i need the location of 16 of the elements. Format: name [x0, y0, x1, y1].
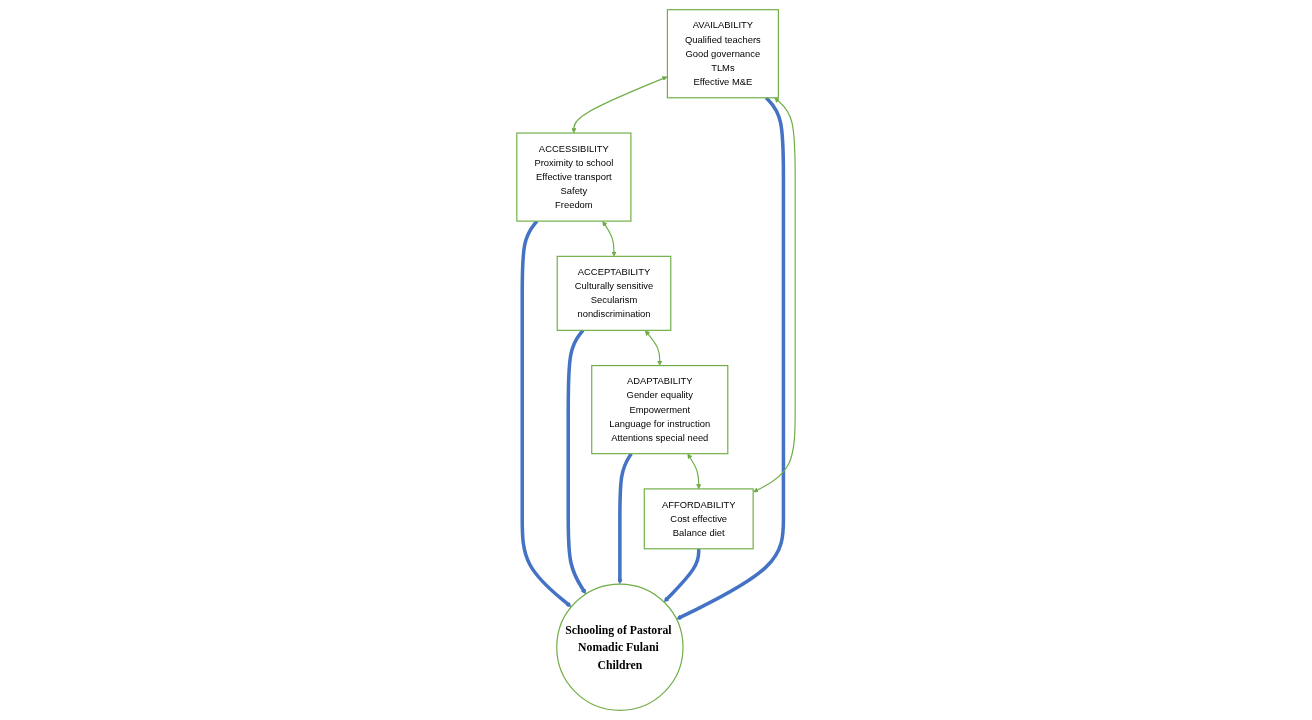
- node-box: AVAILABILITY Qualified teachers Good governance TLMs Effective M&E: [666, 9, 779, 99]
- node-box: ACCEPTABILITY Culturally sensitive Secularism nondiscrimination: [556, 255, 672, 331]
- arrow: [644, 330, 663, 366]
- arrow: [617, 452, 633, 585]
- arrow: [676, 96, 786, 620]
- arrow: [753, 97, 796, 493]
- node-circle: Schooling of Pastoral Nomadic Fulani Children: [556, 583, 684, 711]
- node-box: ACCESSIBILITY Proximity to school Effective transport Safety Freedom: [516, 132, 632, 222]
- node-box: AFFORDABILITY Cost effective Balance diet: [643, 488, 754, 550]
- arrow: [520, 220, 572, 608]
- arrow: [566, 329, 587, 595]
- arrow: [687, 453, 702, 490]
- arrow: [602, 221, 617, 257]
- node-box: ADAPTABILITY Gender equality Empowerment Language for instruction Attentions special need: [591, 365, 729, 455]
- arrow: [663, 548, 701, 603]
- arrow: [571, 76, 668, 134]
